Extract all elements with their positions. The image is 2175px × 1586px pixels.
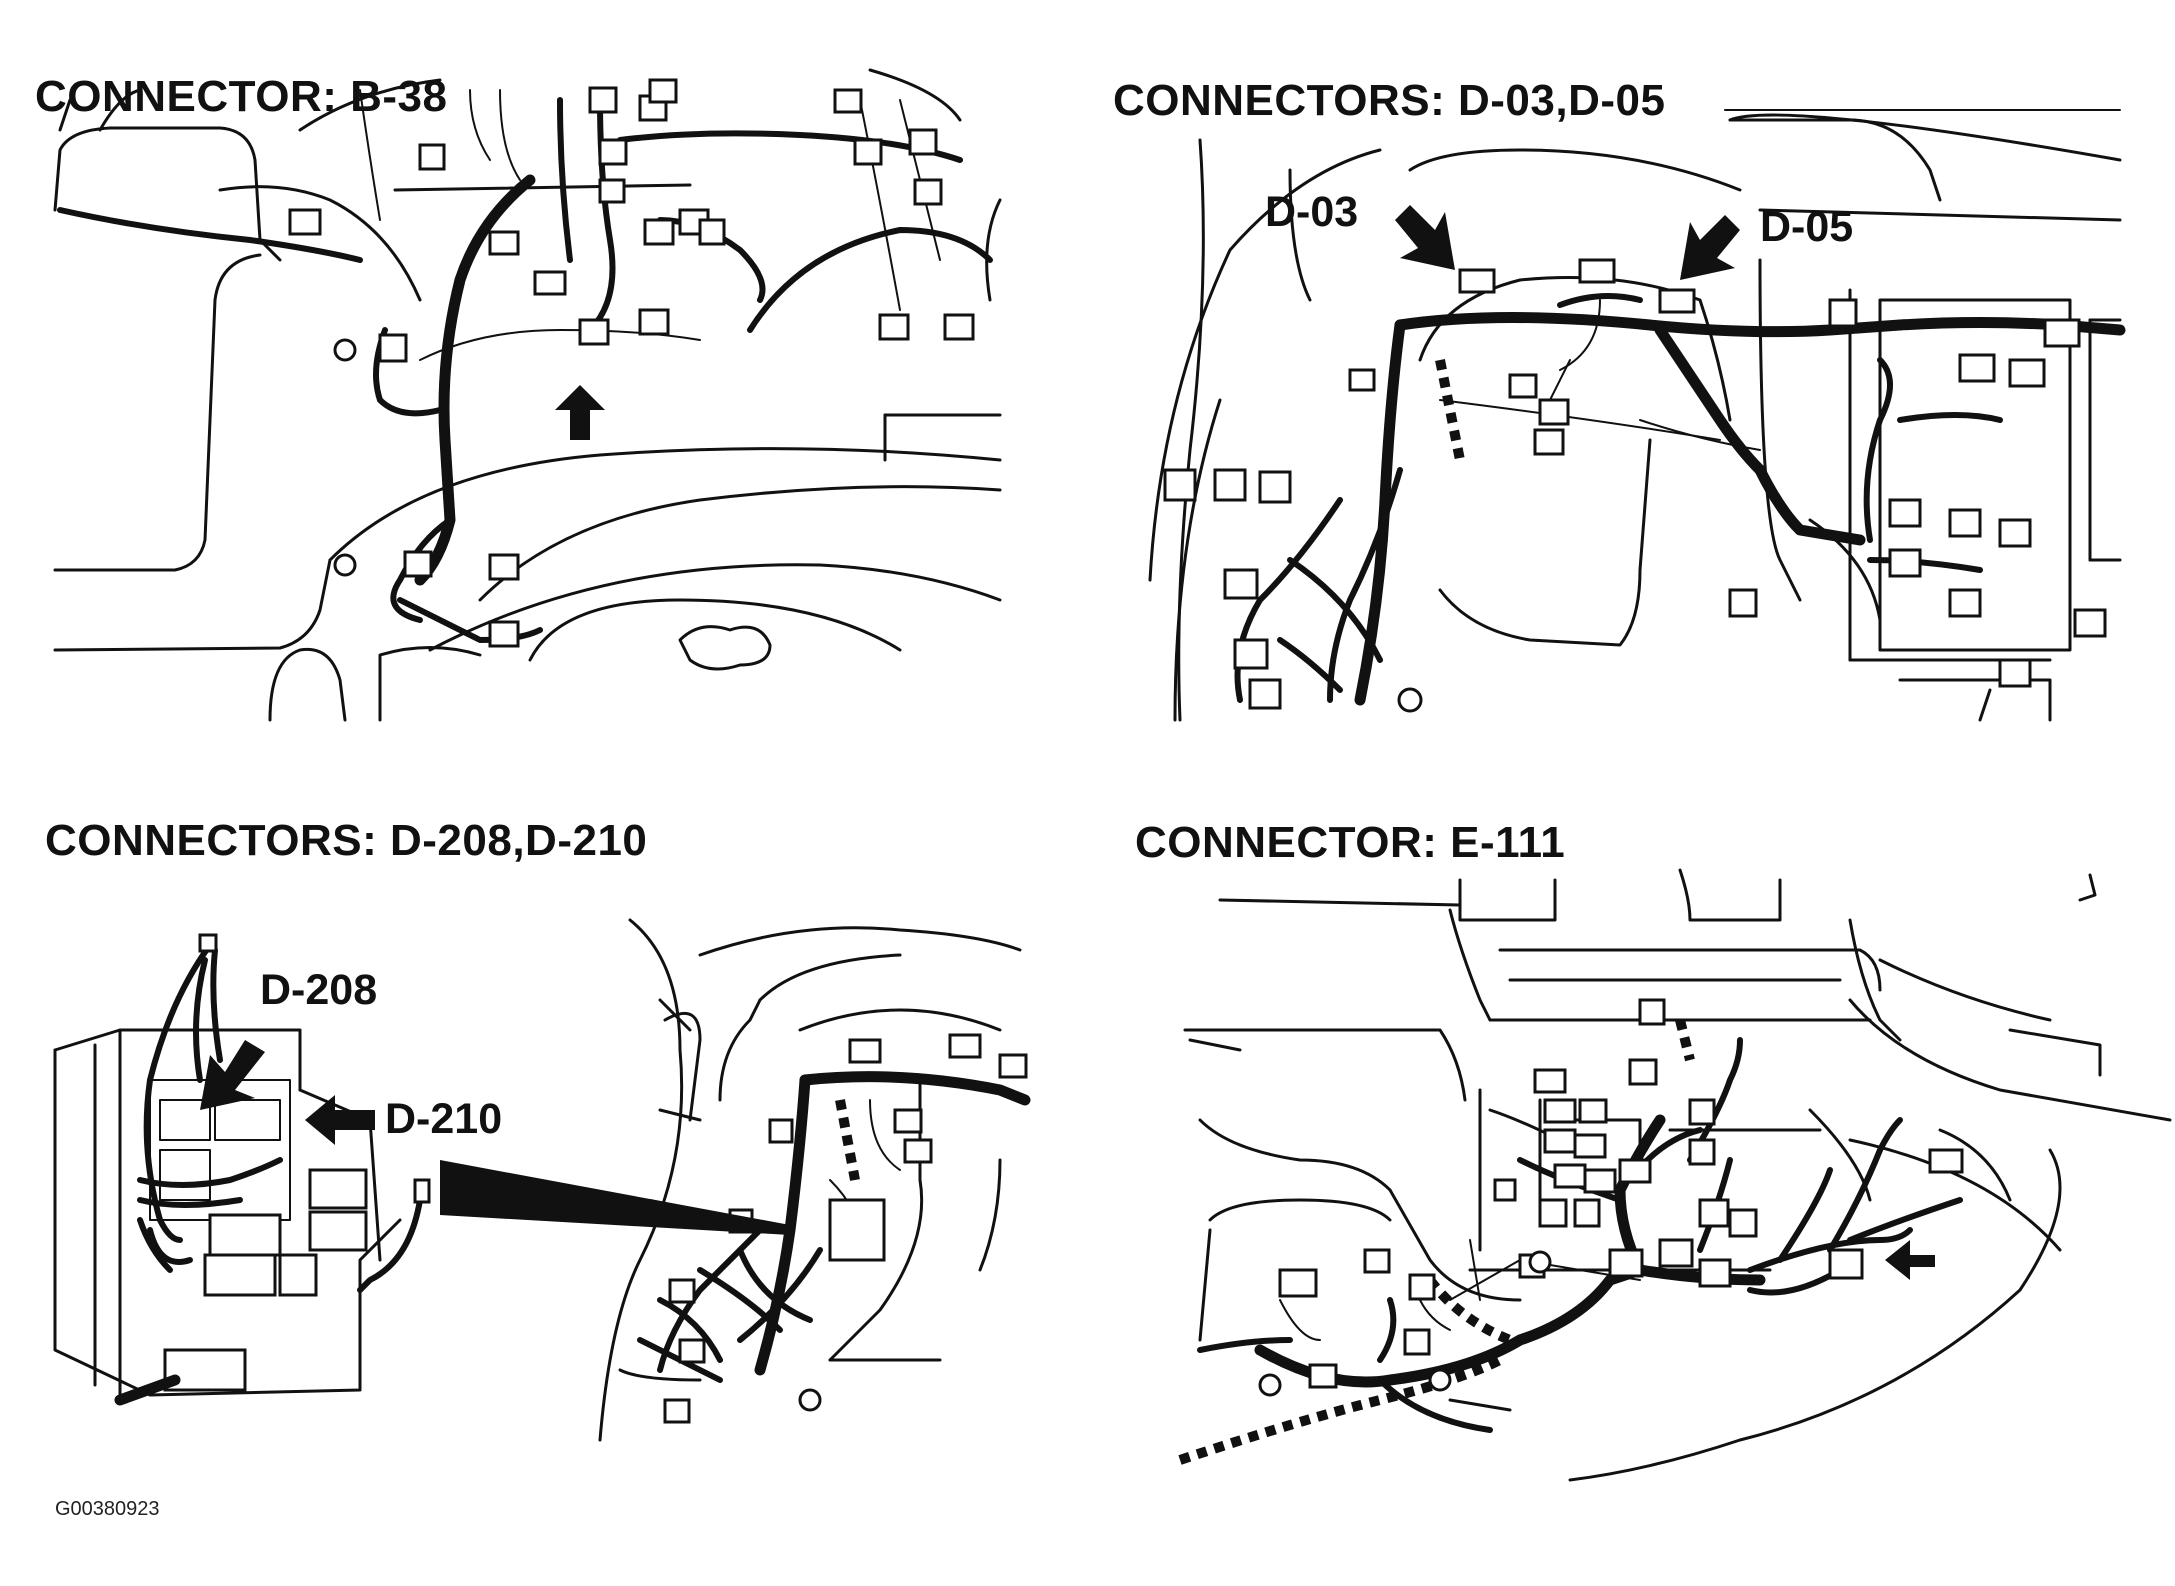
d03-d05-arrows — [1395, 205, 1740, 280]
junction-block — [53, 1028, 402, 1406]
junction-block-wires — [137, 933, 431, 1293]
panel-title-d208-d210: CONNECTORS: D-208,D-210 — [45, 816, 648, 865]
e111-connectors — [1258, 998, 1964, 1397]
d208-d210-callout-beam — [440, 1160, 790, 1235]
b38-connectors — [288, 78, 975, 648]
e111-harness — [1178, 1018, 1963, 1465]
panel-title-d03-d05: CONNECTORS: D-03,D-05 — [1113, 76, 1666, 125]
label-d208: D-208 — [260, 966, 378, 1014]
b38-pointer-arrow — [555, 385, 605, 440]
panel-title-b38: CONNECTOR: B-38 — [35, 72, 448, 121]
figure-id: G00380923 — [55, 1498, 160, 1520]
d03-d05-connectors — [1163, 258, 2107, 713]
d208-d210-arrows — [200, 1040, 375, 1145]
e111-pointer-arrow — [1885, 1240, 1935, 1280]
panel-title-e111: CONNECTOR: E-111 — [1135, 818, 1566, 867]
d208-d210-harness — [637, 1033, 1031, 1424]
d208-d210-dashboard — [598, 918, 1022, 1442]
label-d03: D-03 — [1265, 188, 1359, 236]
b38-dashboard-outline — [53, 68, 1002, 722]
label-d05: D-05 — [1760, 203, 1854, 251]
label-d210: D-210 — [385, 1095, 503, 1143]
